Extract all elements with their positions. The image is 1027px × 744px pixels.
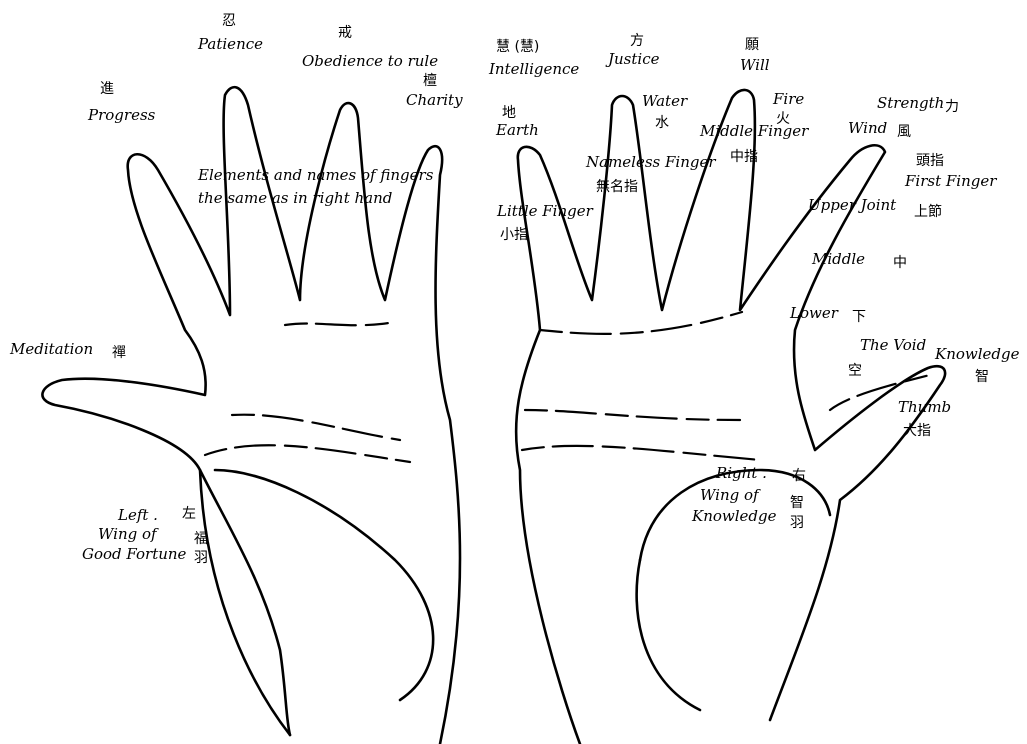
left-wing-glyph-2: 福 [194,528,208,548]
meditation-glyph: 禪 [112,342,126,362]
intelligence-glyph: 慧 (慧) [496,36,539,56]
lower-joint-glyph: 下 [852,306,866,326]
will-glyph: 願 [745,34,759,54]
strength-glyph: 力 [945,96,959,116]
right-wing-glyph-1: 右 [792,465,806,485]
upper-joint-glyph: 上節 [914,201,942,221]
right-hand-outline [516,90,945,744]
earth-label: Earth [496,123,539,139]
charity-label: Charity [406,93,463,109]
right-wing-line-1: Right . [716,466,767,482]
patience-glyph: 忍 [222,10,236,30]
justice-label: Justice [608,52,659,68]
middle-joint-glyph: 中 [893,252,907,272]
thumb-glyph: 大指 [903,420,931,440]
left-hand-outline [42,87,460,744]
earth-glyph: 地 [502,102,516,122]
first-finger-label: First Finger [905,174,996,190]
patience-label: Patience [198,37,263,53]
left-wing-line-1: Left . [118,508,158,524]
left-wing-line-2: Wing of [98,527,157,543]
first-finger-glyph: 頭指 [916,150,944,170]
middle-finger-glyph: 中指 [730,146,758,166]
void-label: The Void [860,338,926,354]
little-finger-label: Little Finger [497,204,593,220]
little-finger-glyph: 小指 [500,224,528,244]
left-wing-line-3: Good Fortune [82,547,186,563]
water-label: Water [642,94,687,110]
wind-glyph: 風 [897,121,911,141]
right-wing-line-2: Wing of [700,488,759,504]
right-wing-glyph-2: 智 [790,492,804,512]
right-wing-line-3: Knowledge [692,509,777,525]
justice-glyph: 方 [630,30,644,50]
left-wing-glyph-3: 羽 [194,547,208,567]
lower-joint-label: Lower [790,306,838,322]
meditation-label: Meditation [10,342,93,358]
note-line-2: the same as in right hand [198,189,392,207]
left-wing-glyph-1: 左 [182,503,196,523]
nameless-finger-glyph: 無名指 [596,176,638,196]
progress-glyph: 進 [100,78,114,98]
middle-joint-label: Middle [812,252,865,268]
strength-label: Strength [877,96,944,112]
middle-finger-label: Middle Finger [700,124,808,140]
knowledge-label: Knowledge [935,347,1020,363]
wind-label: Wind [848,121,887,137]
nameless-finger-label: Nameless Finger [586,155,716,171]
void-glyph: 空 [848,360,862,380]
will-label: Will [740,58,770,74]
thumb-label: Thumb [898,400,951,416]
charity-glyph: 檀 [423,70,437,90]
obedience-glyph: 戒 [338,22,352,42]
knowledge-glyph: 智 [975,366,989,386]
fire-label: Fire [773,92,804,108]
note-line-1: Elements and names of fingers [198,166,433,184]
upper-joint-label: Upper Joint [808,198,896,214]
obedience-label: Obedience to rule [302,54,438,70]
water-glyph: 水 [655,112,669,132]
right-wing-glyph-3: 羽 [790,512,804,532]
progress-label: Progress [88,108,155,124]
intelligence-label: Intelligence [489,62,579,78]
